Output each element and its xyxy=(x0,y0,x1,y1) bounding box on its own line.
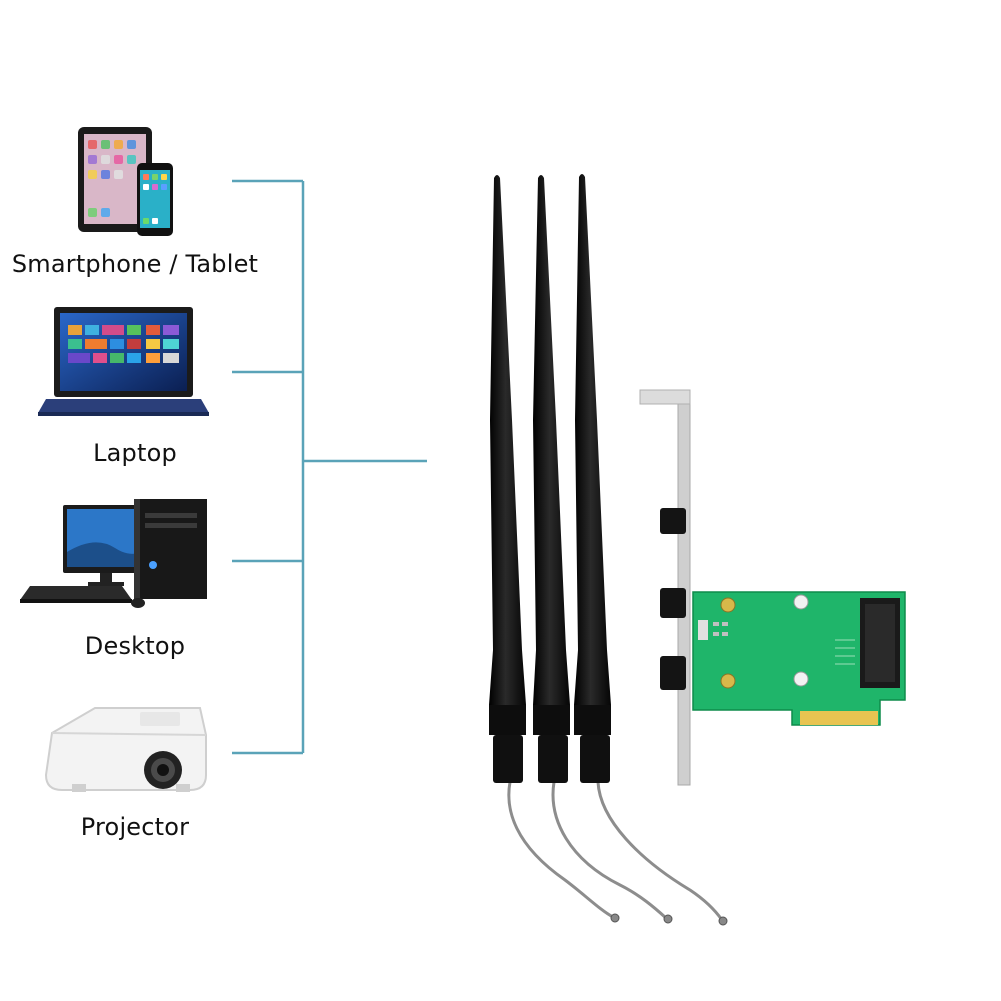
device-label-smartphone-tablet: Smartphone / Tablet xyxy=(11,250,259,278)
pcie-adapter-card xyxy=(639,389,906,786)
device-label-projector: Projector xyxy=(80,813,190,841)
antenna-middle xyxy=(533,175,570,783)
desktop-icon xyxy=(20,499,207,608)
device-label-laptop: Laptop xyxy=(93,439,177,467)
antenna-right xyxy=(574,174,611,783)
tablet-phone-icon xyxy=(78,127,173,236)
projector-icon xyxy=(44,707,207,792)
antenna-left xyxy=(489,175,526,783)
device-label-desktop: Desktop xyxy=(84,632,186,660)
antenna-cables xyxy=(507,781,724,921)
connector-lines xyxy=(232,179,427,755)
ufl-connectors xyxy=(610,913,728,926)
laptop-icon xyxy=(38,307,209,416)
